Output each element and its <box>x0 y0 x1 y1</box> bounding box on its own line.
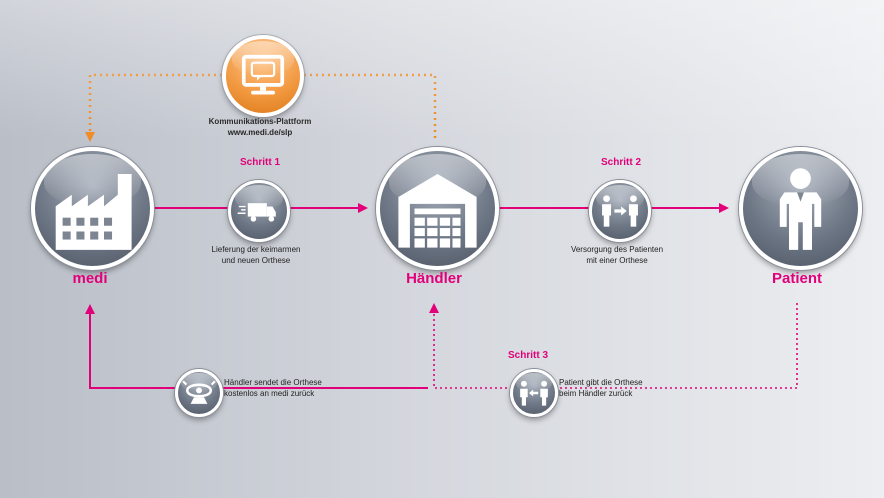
step3-line1: Patient gibt die Orthese <box>559 378 643 387</box>
step2-node <box>589 180 651 242</box>
factory-icon <box>55 174 132 250</box>
patient-label: Patient <box>771 270 822 287</box>
patient-node <box>739 147 862 270</box>
step2-line2: mit einer Orthese <box>586 256 648 265</box>
arrow-haendler-to-medi <box>85 304 428 389</box>
platform-line1: Kommunikations-Plattform <box>208 117 312 126</box>
person-icon <box>779 168 822 250</box>
post-line1: Händler sendet die Orthese <box>224 378 322 387</box>
step3-node <box>510 369 558 417</box>
medi-label: medi <box>72 270 108 287</box>
step1-line2: und neuen Orthese <box>221 256 291 265</box>
step2-title: Schritt 2 <box>601 157 642 168</box>
post-horn-icon <box>182 380 216 404</box>
platform-node <box>222 35 304 117</box>
haendler-node <box>376 147 499 270</box>
platform-caption: Kommunikations-Plattform www.medi.de/slp <box>200 116 320 138</box>
step1-line1: Lieferung der keimarmen <box>211 245 301 254</box>
haendler-label: Händler <box>406 270 462 287</box>
step1-caption: Lieferung der keimarmen und neuen Orthes… <box>196 244 316 266</box>
step2-line1: Versorgung des Patienten <box>570 245 664 254</box>
handover-icon <box>602 195 638 227</box>
platform-line2: www.medi.de/slp <box>227 128 293 137</box>
arrow-patient-to-haendler <box>429 303 798 389</box>
step1-node <box>228 180 290 242</box>
step3-line2: beim Händler zurück <box>559 389 633 398</box>
step2-caption: Versorgung des Patienten mit einer Orthe… <box>557 244 677 266</box>
return-icon <box>520 380 548 406</box>
warehouse-icon <box>398 174 477 248</box>
post-node <box>175 369 223 417</box>
step1-title: Schritt 1 <box>240 157 281 168</box>
step3-caption: Patient gibt die Orthese beim Händler zu… <box>559 377 643 399</box>
monitor-icon <box>241 54 285 95</box>
step3-title: Schritt 3 <box>508 350 549 361</box>
platform-connector <box>90 73 437 140</box>
post-line2: kostenlos an medi zurück <box>224 389 315 398</box>
post-caption: Händler sendet die Orthese kostenlos an … <box>224 377 322 399</box>
truck-icon <box>237 203 276 222</box>
medi-node <box>31 147 154 270</box>
